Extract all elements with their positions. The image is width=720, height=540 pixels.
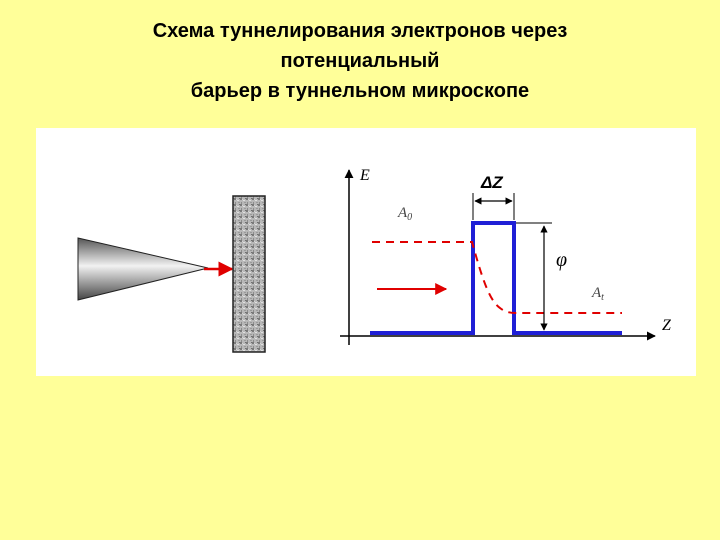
wavefunction-curve (372, 241, 622, 314)
title-line-2: потенциальный (280, 50, 440, 72)
sample-surface (232, 195, 266, 353)
slide-title: Схема туннелирования электронов через по… (0, 16, 720, 106)
phi-label: φ (556, 249, 567, 271)
a0-label: A0 (397, 205, 412, 223)
title-line-3: барьер в туннельном микроскопе (190, 80, 530, 102)
stm-tip (77, 237, 209, 301)
at-label: At (591, 285, 604, 303)
e-axis-label: E (359, 167, 370, 184)
potential-barrier (370, 221, 622, 335)
z-axis-label: Z (662, 317, 672, 334)
title-line-1: Схема туннелирования электронов через (152, 20, 568, 42)
delta-z-label: ΔZ (480, 173, 503, 192)
